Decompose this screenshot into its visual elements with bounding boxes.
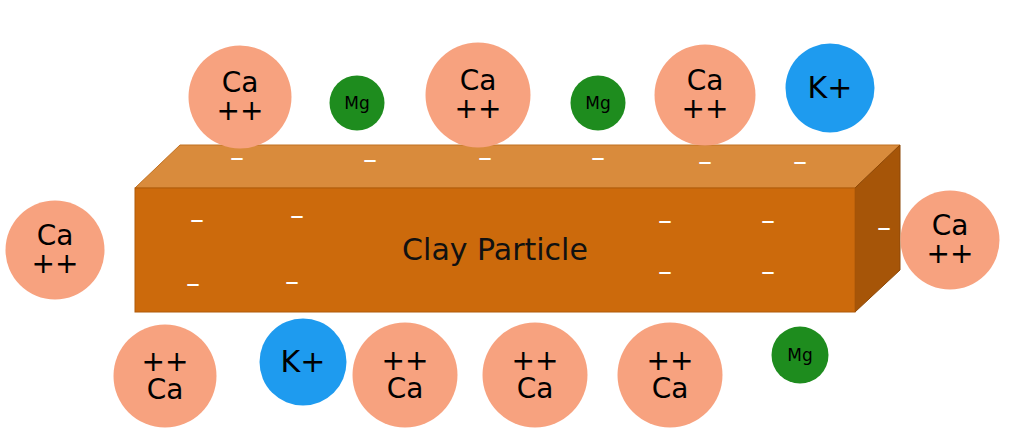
ion-disc	[901, 191, 1000, 290]
ion-symbol: ++ Ca	[512, 347, 559, 403]
ion-disc	[618, 323, 723, 428]
negative-charge: –	[591, 144, 605, 172]
calcium-ion: ++ Ca	[113, 324, 217, 428]
negative-charge: –	[658, 258, 672, 286]
ion-symbol: Mg	[344, 95, 369, 112]
text-holder: Ca ++	[32, 222, 79, 278]
ion-symbol: ++ Ca	[142, 348, 189, 404]
ion-symbol: Ca ++	[32, 222, 79, 278]
ion-symbol: K+	[808, 73, 853, 103]
negative-charge: –	[793, 148, 807, 176]
magnesium-ion: Mg	[771, 326, 829, 384]
ion-disc	[426, 43, 531, 148]
ion-disc	[353, 323, 458, 428]
magnesium-ion: Mg	[329, 75, 385, 131]
calcium-ion: ++ Ca	[352, 322, 458, 428]
prism-front-face	[135, 188, 855, 312]
text-holder: ++ Ca	[647, 347, 694, 403]
ion-disc	[189, 46, 292, 149]
ion-symbol: Ca ++	[682, 67, 729, 123]
negative-charge: –	[761, 207, 775, 235]
ion-disc	[786, 44, 875, 133]
negative-charge: –	[230, 144, 244, 172]
prism-side-face	[855, 145, 900, 312]
text-holder: Mg	[787, 347, 812, 364]
negative-charge: –	[698, 148, 712, 176]
calcium-ion: ++ Ca	[617, 322, 723, 428]
negative-charge: –	[877, 214, 891, 242]
calcium-ion: Ca ++	[425, 42, 531, 148]
ion-symbol: ++ Ca	[382, 347, 429, 403]
text-holder: ++ Ca	[382, 347, 429, 403]
negative-charge: –	[761, 258, 775, 286]
text-holder: Ca ++	[682, 67, 729, 123]
potassium-ion: K+	[259, 318, 347, 406]
calcium-ion: Ca ++	[188, 45, 292, 149]
text-holder: K+	[281, 347, 326, 377]
calcium-ion: ++ Ca	[482, 322, 588, 428]
ion-disc	[772, 327, 829, 384]
text-holder: ++ Ca	[512, 347, 559, 403]
ion-symbol: K+	[281, 347, 326, 377]
ion-symbol: Mg	[787, 347, 812, 364]
calcium-ion: Ca ++	[654, 44, 756, 146]
ion-symbol: Ca ++	[217, 69, 264, 125]
text-holder: Ca ++	[217, 69, 264, 125]
calcium-ion: Ca ++	[900, 190, 1000, 290]
negative-charge: –	[363, 146, 377, 174]
ion-disc	[114, 325, 217, 428]
ion-symbol: Ca ++	[927, 212, 974, 268]
negative-charge: –	[658, 207, 672, 235]
negative-charge: –	[190, 206, 204, 234]
text-holder: Ca ++	[927, 212, 974, 268]
text-holder: K+	[808, 73, 853, 103]
text-holder: Mg	[344, 95, 369, 112]
clay-particle: Clay Particle	[135, 188, 855, 312]
negative-charge: –	[285, 268, 299, 296]
text-holder: Clay Particle	[402, 235, 588, 265]
ion-symbol: ++ Ca	[647, 347, 694, 403]
ion-symbol: Ca ++	[455, 67, 502, 123]
ion-symbol: Mg	[585, 95, 610, 112]
ion-disc	[260, 319, 347, 406]
particle-label: Clay Particle	[402, 235, 588, 265]
text-holder: ++ Ca	[142, 348, 189, 404]
text-holder: Ca ++	[455, 67, 502, 123]
negative-charge: –	[290, 202, 304, 230]
ion-disc	[330, 76, 385, 131]
calcium-ion: Ca ++	[5, 200, 105, 300]
ion-disc	[483, 323, 588, 428]
negative-charge: –	[186, 270, 200, 298]
ion-disc	[655, 45, 756, 146]
ion-disc	[6, 201, 105, 300]
potassium-ion: K+	[785, 43, 875, 133]
ion-disc	[571, 76, 626, 131]
negative-charge: –	[478, 144, 492, 172]
text-holder: Mg	[585, 95, 610, 112]
prism-top-face	[135, 145, 900, 188]
magnesium-ion: Mg	[570, 75, 626, 131]
